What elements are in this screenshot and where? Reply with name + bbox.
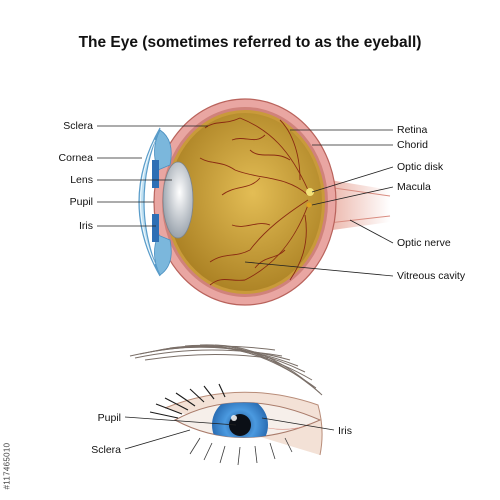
label-macula: Macula: [397, 181, 431, 193]
iris-shape: [152, 160, 159, 188]
vitreous-body: [168, 113, 322, 291]
label-lens: Lens: [70, 174, 93, 186]
eyelashes-upper: [149, 383, 226, 419]
eyebrow: [129, 344, 323, 396]
label-iris: Iris: [79, 220, 93, 232]
macula-spot: [306, 202, 312, 208]
retinal-vessels: [199, 117, 309, 286]
leader-lines: [97, 125, 394, 277]
label-pupil: Pupil: [70, 196, 93, 208]
label-chorid: Chorid: [397, 139, 428, 151]
eyelashes-lower: [189, 437, 293, 466]
lens-shape: [162, 161, 194, 239]
external-eye: [124, 344, 335, 466]
leader-sclera-external: [124, 429, 191, 450]
label-optic-disk: Optic disk: [397, 161, 444, 173]
diagram-title: The Eye (sometimes referred to as the ey…: [78, 34, 422, 51]
label-retina: Retina: [397, 124, 428, 136]
leader-iris-external: [261, 417, 335, 431]
leader-pupil-external: [124, 416, 237, 426]
label-pupil-external: Pupil: [98, 412, 121, 424]
label-vitreous-cavity: Vitreous cavity: [397, 270, 466, 282]
label-cornea: Cornea: [59, 152, 94, 164]
cross-section: [138, 98, 391, 306]
label-iris-external: Iris: [338, 425, 352, 437]
label-sclera-external: Sclera: [91, 444, 121, 456]
label-optic-nerve: Optic nerve: [397, 237, 451, 249]
optic-disk-spot: [306, 188, 314, 196]
cornea-shape: [138, 127, 161, 277]
label-sclera: Sclera: [63, 120, 93, 132]
